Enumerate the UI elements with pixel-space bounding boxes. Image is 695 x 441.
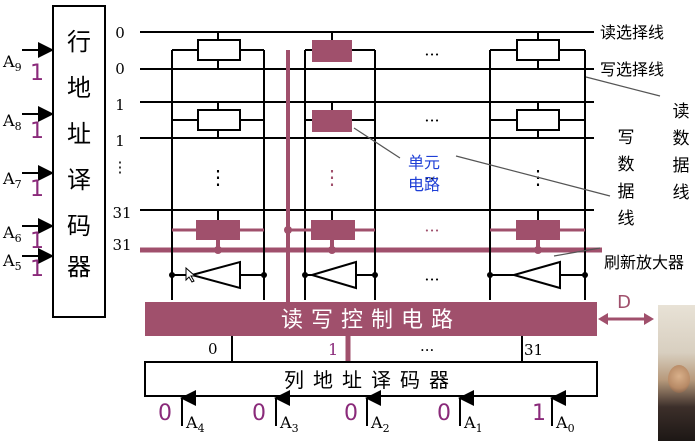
row-bit-a5: 1 bbox=[30, 257, 44, 282]
label-write-data: 写 数 据 线 bbox=[618, 128, 635, 229]
hdots-row1: ··· bbox=[424, 111, 439, 130]
col-input-a0: A0 bbox=[555, 413, 575, 435]
row-input-a7: A7 bbox=[2, 169, 22, 191]
row-output-numbers: 0 0 1 1 ⋮ 31 31 bbox=[112, 24, 131, 254]
row-decoder-char-5: 码 bbox=[67, 212, 91, 240]
row-address-inputs: A9 A8 A7 A6 A5 1 1 1 1 1 bbox=[2, 42, 54, 282]
cell-label: 单元 电路 bbox=[408, 153, 440, 194]
col-input-a4: A4 bbox=[185, 413, 205, 435]
col-input-a3: A3 bbox=[279, 413, 299, 435]
hdots-amp: ··· bbox=[424, 270, 439, 289]
col-bit-a0: 1 bbox=[532, 401, 546, 426]
col-input-a2: A2 bbox=[370, 413, 390, 435]
col-bit-a3: 0 bbox=[252, 401, 266, 426]
row-bit-a7: 1 bbox=[30, 177, 44, 202]
presenter-face bbox=[668, 365, 690, 393]
webcam-overlay bbox=[658, 305, 695, 441]
row-output-0a: 0 bbox=[115, 24, 125, 42]
data-io-arrow: D bbox=[598, 292, 654, 325]
svg-text:据: 据 bbox=[618, 182, 635, 202]
horizontal-ellipsis: ··· ··· ··· ··· ··· bbox=[424, 45, 439, 289]
svg-text:数: 数 bbox=[673, 129, 690, 149]
row-bit-a8: 1 bbox=[30, 119, 44, 144]
row-output-dots: ⋮ bbox=[113, 158, 128, 176]
row-decoder-label: 行 地 址 译 码 器 bbox=[67, 28, 91, 281]
column-lines bbox=[171, 50, 586, 300]
amp-col0 bbox=[188, 260, 241, 290]
hdots-row31: ··· bbox=[424, 221, 439, 240]
cells-row-0 bbox=[172, 32, 585, 69]
select-lines bbox=[140, 31, 594, 211]
svg-text:据: 据 bbox=[673, 156, 690, 176]
svg-text:数: 数 bbox=[618, 155, 635, 175]
right-labels: 读选择线 写选择线 刷新放大器 bbox=[600, 23, 684, 272]
row-decoder-char-3: 址 bbox=[67, 120, 91, 148]
vertical-ellipsis: ⋮ ⋮ ⋮ bbox=[208, 165, 548, 189]
rw-output-0: 0 bbox=[208, 340, 218, 358]
row-input-a5: A5 bbox=[2, 251, 22, 273]
junction-dots bbox=[169, 272, 588, 278]
row-output-0b: 0 bbox=[115, 60, 125, 78]
row-output-1a: 1 bbox=[115, 96, 125, 114]
row-output-31a: 31 bbox=[112, 204, 131, 222]
cells-row-31 bbox=[172, 210, 585, 254]
row-decoder-char-1: 行 bbox=[67, 28, 91, 56]
rw-control-label: 读写控制电路 bbox=[281, 308, 461, 333]
row-decoder-box bbox=[52, 5, 106, 318]
label-write-select: 写选择线 bbox=[600, 60, 664, 79]
row-bit-a6: 1 bbox=[30, 229, 44, 254]
row-bit-a9: 1 bbox=[30, 61, 44, 86]
cells-row-1 bbox=[172, 102, 585, 138]
rw-output-31: 31 bbox=[524, 341, 543, 359]
label-read-select: 读选择线 bbox=[600, 23, 664, 42]
row-output-1b: 1 bbox=[115, 132, 125, 150]
cell-row31-col31 bbox=[516, 220, 560, 240]
row-decoder-char-4: 译 bbox=[67, 166, 91, 194]
cell-row31-col1 bbox=[311, 220, 355, 240]
rw-output-labels: 0 1 ··· 31 bbox=[208, 340, 543, 359]
col-decoder-label: 列地址译码器 bbox=[284, 368, 458, 392]
row-output-31b: 31 bbox=[112, 236, 131, 254]
rw-outputs bbox=[231, 336, 523, 362]
col-bit-a1: 0 bbox=[437, 401, 451, 426]
svg-text:单元: 单元 bbox=[408, 153, 440, 172]
svg-text:写: 写 bbox=[618, 128, 635, 148]
rw-output-dots: ··· bbox=[420, 341, 434, 359]
row-input-a9: A9 bbox=[2, 52, 22, 74]
col-bit-a4: 0 bbox=[158, 401, 172, 426]
cell-row31-col0 bbox=[196, 220, 240, 240]
refresh-amplifiers bbox=[172, 260, 585, 290]
pointer-lines bbox=[353, 76, 661, 257]
label-read-data: 读 数 据 线 bbox=[673, 102, 690, 203]
col-input-a1: A1 bbox=[463, 413, 483, 435]
data-io-label: D bbox=[617, 292, 631, 313]
mouse-cursor-icon bbox=[185, 266, 197, 283]
col-bit-a2: 0 bbox=[344, 401, 358, 426]
vdots-col1: ⋮ bbox=[322, 165, 342, 189]
row-decoder-char-2: 地 bbox=[67, 74, 91, 102]
col-address-inputs: 0 0 0 0 1 A4 A3 A2 A1 A0 bbox=[158, 390, 575, 435]
rw-control-box bbox=[145, 302, 597, 336]
row-decoder-char-6: 器 bbox=[67, 253, 91, 281]
amp-col31 bbox=[510, 260, 561, 290]
row-input-a8: A8 bbox=[2, 111, 22, 133]
hdots-mid: ··· bbox=[424, 169, 439, 188]
svg-text:读: 读 bbox=[673, 102, 690, 122]
label-refresh-amp: 刷新放大器 bbox=[604, 253, 684, 272]
vdots-col0: ⋮ bbox=[208, 165, 228, 189]
cell-row1-col1 bbox=[305, 102, 375, 132]
rw-output-1: 1 bbox=[328, 340, 338, 359]
svg-text:电路: 电路 bbox=[408, 175, 440, 194]
svg-text:线: 线 bbox=[673, 183, 690, 203]
row-input-a6: A6 bbox=[2, 223, 22, 245]
cell-row0-col1 bbox=[305, 32, 375, 62]
amp-col1 bbox=[308, 260, 357, 290]
hdots-row0: ··· bbox=[424, 45, 439, 64]
svg-text:线: 线 bbox=[618, 209, 635, 229]
